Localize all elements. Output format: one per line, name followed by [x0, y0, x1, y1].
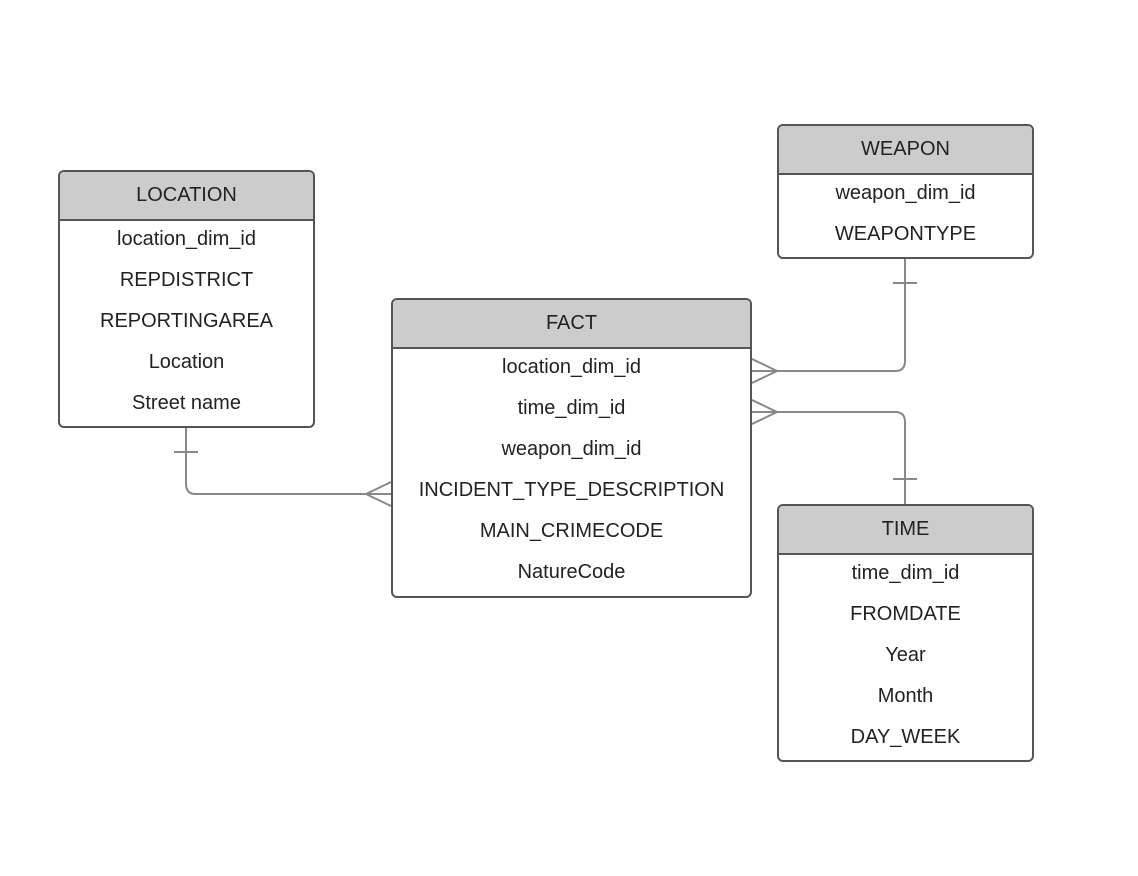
entity-field: NatureCode: [517, 561, 626, 583]
entity-field: WEAPONTYPE: [834, 223, 977, 245]
entity-field: MAIN_CRIMECODE: [479, 520, 664, 542]
entity-field: weapon_dim_id: [835, 182, 976, 204]
entity-field-list: time_dim_id FROMDATE Year Month DAY_WEEK: [779, 553, 1032, 758]
entity-field: REPDISTRICT: [119, 269, 254, 291]
entity-field: location_dim_id: [117, 228, 256, 250]
entity-title: FACT: [393, 300, 750, 349]
connector-location-fact: [185, 428, 391, 495]
entity-field: weapon_dim_id: [501, 438, 642, 460]
entity-field: FROMDATE: [850, 603, 961, 625]
entity-field: Street name: [132, 392, 241, 414]
entity-field-list: location_dim_id time_dim_id weapon_dim_i…: [393, 347, 750, 593]
entity-field: DAY_WEEK: [850, 726, 961, 748]
entity-field-list: location_dim_id REPDISTRICT REPORTINGARE…: [60, 219, 313, 424]
entity-field: Month: [877, 685, 934, 707]
entity-title: TIME: [779, 506, 1032, 555]
many-marker-fact-location: [363, 481, 392, 507]
entity-field: time_dim_id: [851, 562, 960, 584]
entity-field: Year: [885, 644, 926, 666]
entity-time[interactable]: TIME time_dim_id FROMDATE Year Month DAY…: [777, 504, 1034, 762]
entity-location[interactable]: LOCATION location_dim_id REPDISTRICT REP…: [58, 170, 315, 428]
entity-field: REPORTINGAREA: [100, 310, 273, 332]
connector-weapon-fact: [752, 259, 906, 372]
entity-field: time_dim_id: [517, 397, 626, 419]
entity-field-list: weapon_dim_id WEAPONTYPE: [779, 173, 1032, 255]
entity-title: LOCATION: [60, 172, 313, 221]
many-marker-fact-weapon: [751, 358, 780, 384]
entity-title: WEAPON: [779, 126, 1032, 175]
entity-field: INCIDENT_TYPE_DESCRIPTION: [418, 479, 725, 501]
entity-fact[interactable]: FACT location_dim_id time_dim_id weapon_…: [391, 298, 752, 598]
many-marker-fact-time: [751, 399, 780, 425]
connector-time-fact: [752, 411, 906, 504]
entity-field: Location: [148, 351, 225, 373]
entity-weapon[interactable]: WEAPON weapon_dim_id WEAPONTYPE: [777, 124, 1034, 259]
entity-field: location_dim_id: [502, 356, 641, 378]
